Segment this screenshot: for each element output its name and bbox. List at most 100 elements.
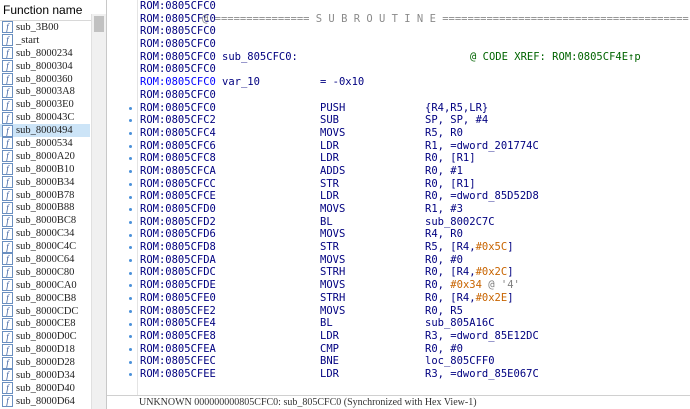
breakpoint-dot[interactable] — [129, 271, 132, 275]
disassembly-line[interactable]: ROM:0805CFC0 — [140, 38, 690, 51]
line-address: ROM:0805CFCC — [140, 177, 216, 190]
breakpoint-dot[interactable] — [129, 259, 132, 262]
instruction-mnemonic: LDR — [320, 152, 339, 165]
disassembly-line[interactable]: ROM:0805CFC0 — [140, 89, 690, 102]
line-address: ROM:0805CFC2 — [140, 114, 216, 127]
function-list-header[interactable]: Function name — [0, 0, 106, 21]
breakpoint-dot[interactable] — [129, 132, 132, 135]
breakpoint-dot[interactable] — [129, 144, 132, 148]
breakpoint-dot[interactable] — [129, 335, 132, 339]
breakpoint-dot[interactable] — [129, 106, 132, 110]
breakpoint-dot[interactable] — [129, 373, 132, 377]
function-name: sub_8000D64 — [16, 395, 75, 407]
disassembly-line[interactable]: ROM:0805CFC0 — [140, 0, 690, 13]
line-address: ROM:0805CFC6 — [140, 139, 216, 152]
function-name: sub_80003E0 — [16, 99, 74, 111]
breakpoint-dot[interactable] — [129, 208, 132, 212]
line-address: ROM:0805CFDA — [140, 253, 216, 266]
breakpoint-dot[interactable] — [129, 360, 132, 364]
breakpoint-dot[interactable] — [129, 233, 132, 237]
disassembly-line[interactable]: ROM:0805CFC0 — [140, 25, 690, 38]
breakpoint-dot[interactable] — [129, 297, 132, 301]
scrollbar-thumb[interactable] — [94, 16, 104, 32]
breakpoint-dot[interactable] — [129, 246, 132, 250]
immediate-value: #0x2E — [475, 291, 508, 304]
function-icon: f — [2, 60, 13, 73]
function-list-item[interactable]: f_start — [0, 34, 90, 47]
breakpoint-dot[interactable] — [129, 170, 132, 174]
breakpoint-dot[interactable] — [129, 195, 132, 199]
function-icon: f — [2, 21, 13, 34]
function-name: sub_80003A8 — [16, 86, 75, 98]
breakpoint-dot[interactable] — [129, 309, 132, 313]
disassembly-line[interactable]: ROM:0805CFC0 — [140, 63, 690, 76]
function-list-scrollbar[interactable] — [91, 14, 106, 409]
function-name: sub_8000D18 — [16, 344, 75, 356]
breakpoint-dot[interactable] — [129, 119, 132, 123]
breakpoint-dot[interactable] — [129, 157, 132, 161]
breakpoint-dot[interactable] — [129, 347, 132, 351]
breakpoint-dot[interactable] — [129, 284, 132, 288]
breakpoint-dot[interactable] — [129, 322, 132, 326]
function-name: sub_8000C4C — [16, 241, 77, 253]
breakpoint-dot[interactable] — [129, 220, 132, 224]
disassembly-line[interactable]: ROM:0805CFC0@ =============== S U B R O … — [140, 13, 690, 26]
operand-text: R3, =dword_85E12DC — [425, 329, 539, 342]
breakpoint-dot[interactable] — [129, 182, 132, 186]
